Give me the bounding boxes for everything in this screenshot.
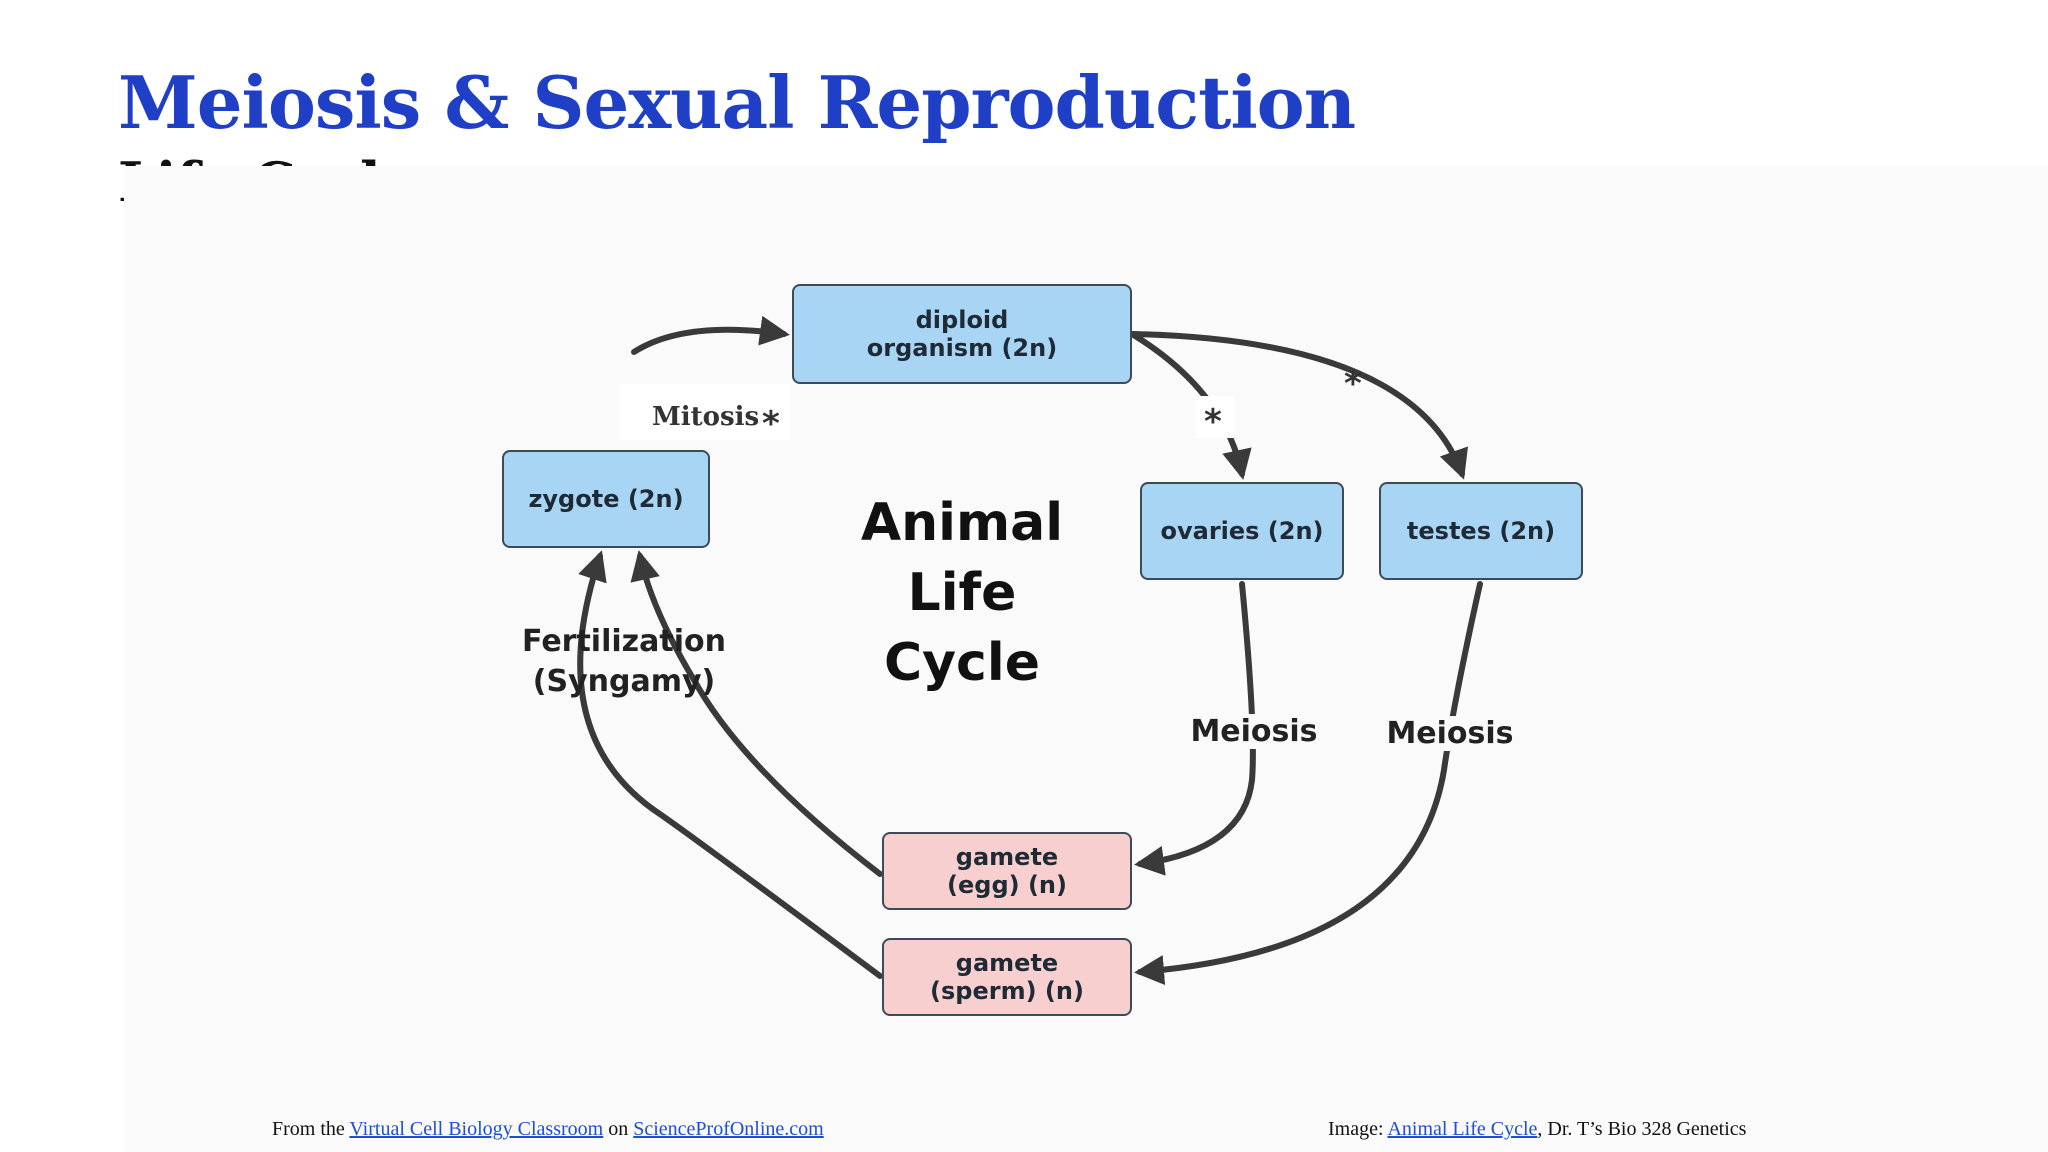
link-animal-life-cycle[interactable]: Animal Life Cycle <box>1387 1118 1538 1140</box>
diagram-center-title: Animal Life Cycle <box>860 493 1064 693</box>
arrow-egg-to-zygote <box>630 550 883 877</box>
link-scienceprofonline[interactable]: ScienceProfOnline.com <box>633 1118 824 1140</box>
label-meiosis-ovaries: Meiosis <box>1184 714 1324 749</box>
link-virtual-cell-biology[interactable]: Virtual Cell Biology Classroom <box>349 1118 604 1140</box>
node-testes: testes (2n) <box>1379 482 1583 580</box>
label-mitosis-box: Mitosis <box>620 384 790 440</box>
arrow-mitosis <box>631 315 790 355</box>
node-zygote: zygote (2n) <box>502 450 710 548</box>
footer-source-left: From the Virtual Cell Biology Classroom … <box>272 1118 824 1140</box>
arrow-testes-to-sperm <box>1134 581 1483 986</box>
slide-title: Meiosis & Sexual Reproduction <box>118 60 1356 145</box>
asterisk-ovaries-box <box>1196 396 1234 438</box>
node-gamete-sperm: gamete (sperm) (n) <box>882 938 1132 1016</box>
arrow-diploid-to-testes <box>1129 331 1469 480</box>
node-ovaries: ovaries (2n) <box>1140 482 1344 580</box>
asterisk-mitosis: * <box>762 404 780 444</box>
arrow-layer <box>577 315 1483 986</box>
node-gamete-egg: gamete (egg) (n) <box>882 832 1132 910</box>
node-diploid-organism: diploid organism (2n) <box>792 284 1132 384</box>
arrow-sperm-to-zygote <box>577 550 883 979</box>
label-fertilization: Fertilization (Syngamy) <box>522 624 726 699</box>
label-mitosis: Mitosis <box>652 402 760 432</box>
life-cycle-diagram: diploid organism (2n) zygote (2n) ovarie… <box>124 210 1704 1090</box>
asterisk-testes: * <box>1344 364 1362 404</box>
asterisk-ovaries: * <box>1204 402 1222 442</box>
footer-source-right: Image: Animal Life Cycle, Dr. T’s Bio 32… <box>1328 1118 1747 1140</box>
label-meiosis-testes: Meiosis <box>1380 716 1520 751</box>
arrow-ovaries-to-egg <box>1134 581 1256 876</box>
